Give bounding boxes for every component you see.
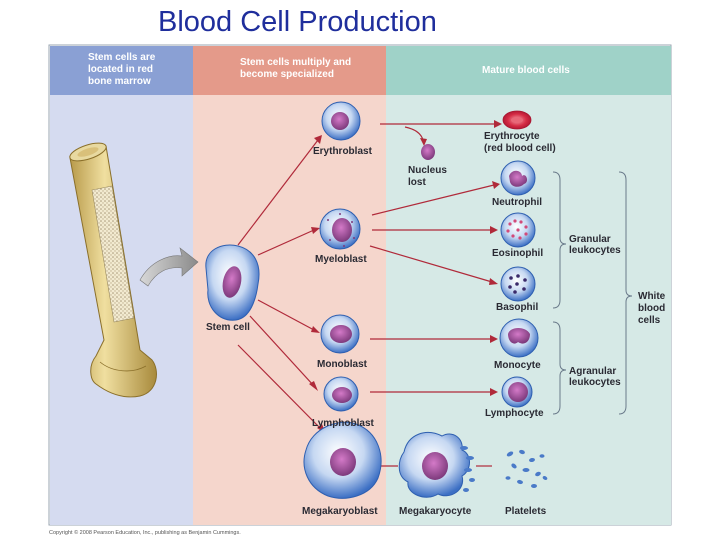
lost-nucleus <box>421 144 435 160</box>
eosinophil-cell <box>500 212 536 248</box>
megakaryocyte-cell <box>398 432 475 498</box>
header-specialize-line-2: become specialized <box>240 69 334 80</box>
erythrocyte-cell <box>502 110 532 130</box>
label-erythroblast: Erythroblast <box>313 146 373 157</box>
label-white-3: cells <box>638 315 661 326</box>
label-megakaryoblast: Megakaryoblast <box>302 506 378 517</box>
header-specialize-line-1: Stem cells multiply and <box>240 57 351 68</box>
monocyte-cell <box>499 318 539 358</box>
basophil-cell <box>500 266 536 302</box>
label-nucleus-lost-2: lost <box>408 177 426 188</box>
monoblast-cell <box>320 314 360 354</box>
label-white-2: blood <box>638 303 665 314</box>
myeloblast-cell <box>319 208 361 250</box>
neutrophil-cell <box>500 160 536 196</box>
label-megakaryocyte: Megakaryocyte <box>399 506 472 517</box>
label-erythrocyte-1: Erythrocyte <box>484 131 540 142</box>
stem-cell <box>205 244 260 321</box>
label-agranular-1: Agranular <box>569 366 616 377</box>
label-agranular-2: leukocytes <box>569 377 621 388</box>
header-marrow-line-2: located in red <box>88 64 153 75</box>
page-title: Blood Cell Production <box>158 6 437 38</box>
lymphoblast-cell <box>323 376 359 412</box>
label-monoblast: Monoblast <box>317 359 368 370</box>
bone-illustration <box>69 142 157 398</box>
header-marrow-line-3: bone marrow <box>88 76 151 87</box>
label-neutrophil: Neutrophil <box>492 197 542 208</box>
column-specialize-header <box>193 46 386 95</box>
label-lymphoblast: Lymphoblast <box>312 418 375 429</box>
label-granular-2: leukocytes <box>569 245 621 256</box>
label-basophil: Basophil <box>496 302 538 313</box>
label-nucleus-lost-1: Nucleus <box>408 165 447 176</box>
label-lymphocyte: Lymphocyte <box>485 408 544 419</box>
header-marrow-line-1: Stem cells are <box>88 52 156 63</box>
header-mature: Mature blood cells <box>482 65 570 76</box>
column-marrow-header <box>50 46 193 95</box>
label-myeloblast: Myeloblast <box>315 254 367 265</box>
label-erythrocyte-2: (red blood cell) <box>484 143 556 154</box>
platelets <box>505 449 548 488</box>
copyright: Copyright © 2008 Pearson Education, Inc.… <box>49 529 241 536</box>
group-brackets <box>552 171 633 415</box>
column-mature-header <box>386 46 671 95</box>
differentiation-arrows <box>237 123 496 467</box>
label-eosinophil: Eosinophil <box>492 248 543 259</box>
arrow-to-stem-cell <box>139 247 199 287</box>
label-platelets: Platelets <box>505 506 547 517</box>
label-white-1: White <box>638 291 666 302</box>
label-granular-1: Granular <box>569 234 611 245</box>
megakaryoblast-cell <box>303 421 382 499</box>
label-monocyte: Monocyte <box>494 360 541 371</box>
label-stem-cell: Stem cell <box>206 322 250 333</box>
erythroblast-cell <box>321 101 361 141</box>
lymphocyte-cell <box>501 376 533 408</box>
